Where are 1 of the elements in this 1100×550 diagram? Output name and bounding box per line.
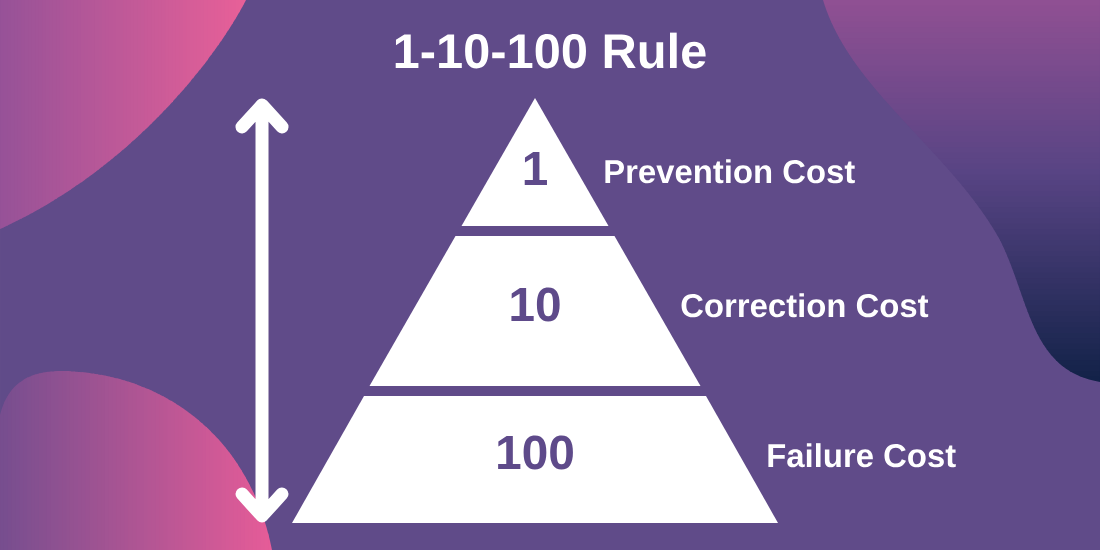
title: 1-10-100 Rule <box>395 32 706 69</box>
